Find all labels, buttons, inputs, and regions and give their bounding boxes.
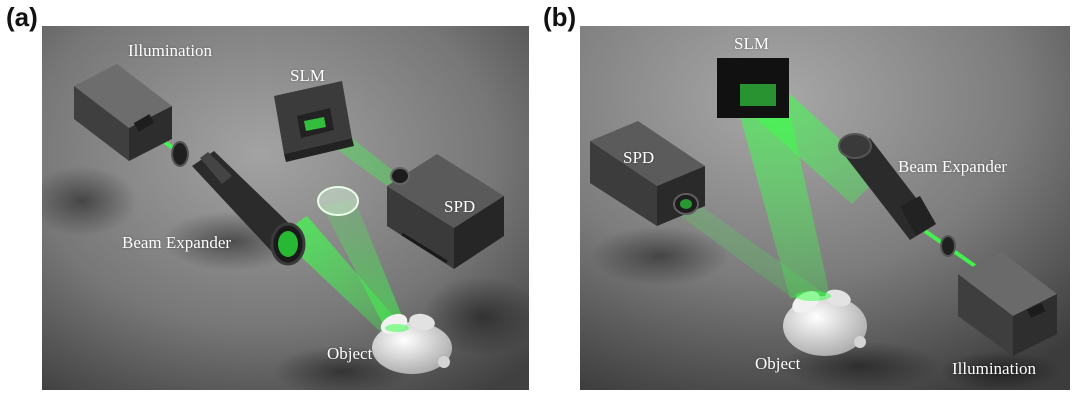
label-beam-expander: Beam Expander	[122, 233, 231, 253]
collimating-lens	[172, 142, 188, 166]
label-slm: SLM	[734, 34, 769, 54]
label-object: Object	[327, 344, 372, 364]
panel-a: Illumination SLM SPD Beam Expander Objec…	[42, 26, 529, 390]
label-beam-expander: Beam Expander	[898, 157, 1007, 177]
label-illumination: Illumination	[128, 41, 212, 61]
focusing-lens	[318, 187, 358, 215]
panel-b: SLM SPD Beam Expander Object Illuminatio…	[580, 26, 1070, 390]
label-spd: SPD	[623, 148, 654, 168]
collimating-lens	[941, 236, 955, 256]
label-slm: SLM	[290, 66, 325, 86]
label-object: Object	[755, 354, 800, 374]
panel-a-tag: (a)	[6, 2, 38, 33]
label-spd: SPD	[444, 197, 475, 217]
panel-b-tag: (b)	[543, 2, 576, 33]
slm-device	[717, 58, 789, 118]
panel-b-scene	[580, 26, 1070, 390]
label-illumination: Illumination	[952, 359, 1036, 379]
